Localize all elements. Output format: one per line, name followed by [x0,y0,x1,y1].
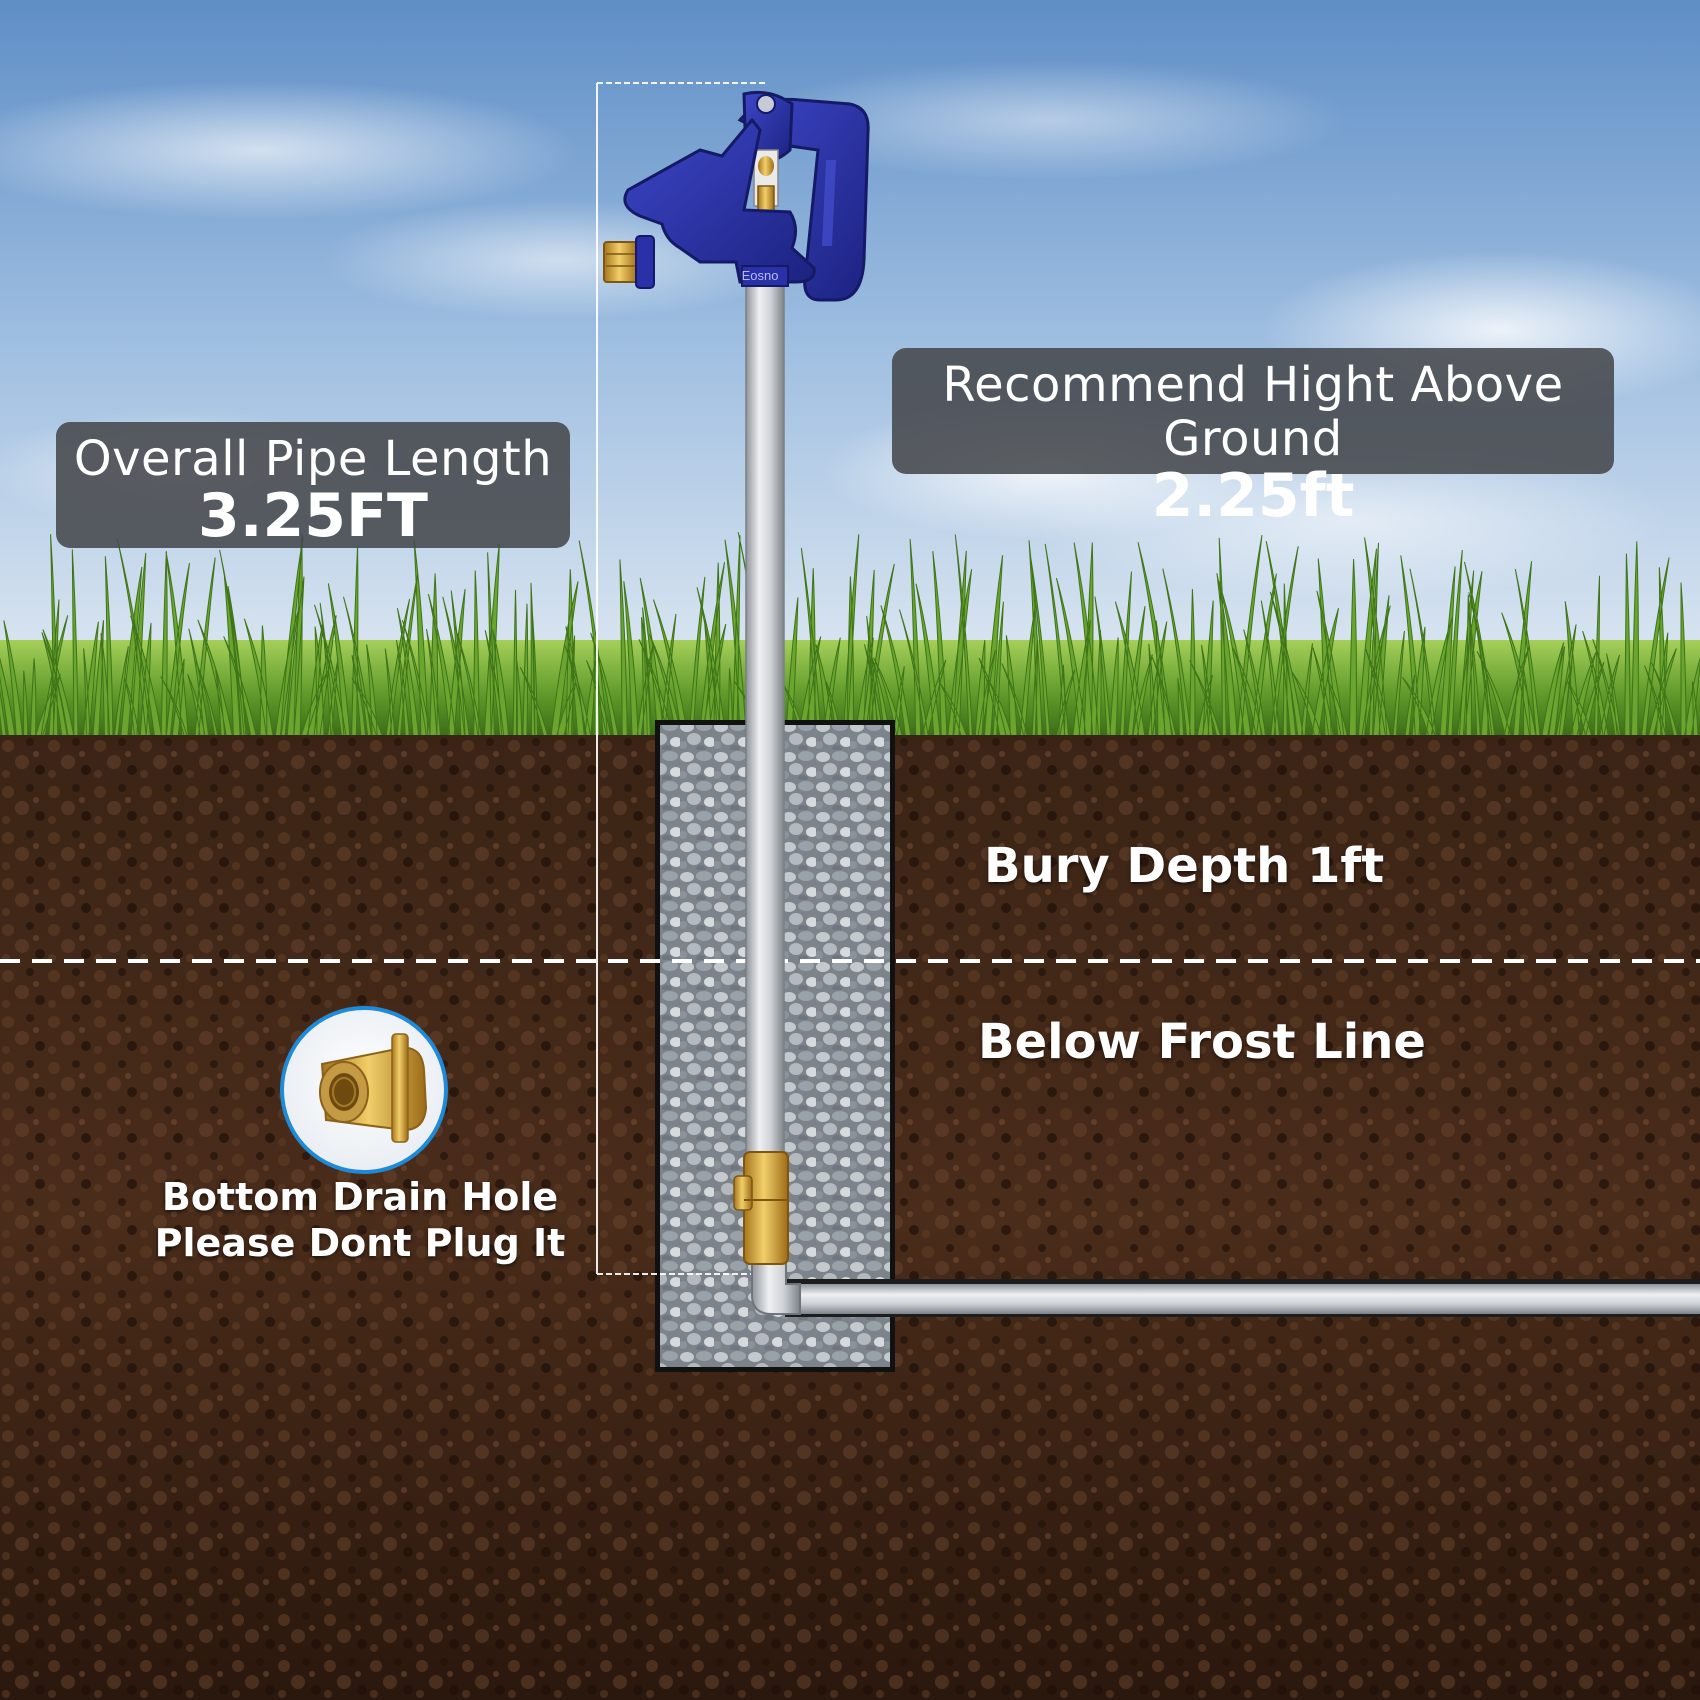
bury-depth-label: Bury Depth 1ft [984,838,1385,894]
above-ground-title: Recommend Hight Above Ground [942,357,1564,467]
hydrant-head [603,90,870,302]
overall-length-label: Overall Pipe Length 3.25FT [56,422,570,548]
length-dimension-bracket [596,82,780,1275]
frost-line-label: Below Frost Line [978,1014,1426,1070]
drain-hole-line1: Bottom Drain Hole [161,1175,559,1219]
overall-length-title: Overall Pipe Length [73,431,553,487]
above-ground-value: 2.25ft [1151,461,1355,531]
hydrant-brand-mark: Eosno [742,268,779,283]
overall-length-value: 3.25FT [198,481,428,551]
drain-hole-line2: Please Dont Plug It [154,1221,566,1265]
above-ground-label: Recommend Hight Above Ground 2.25ft [892,348,1614,526]
drain-hole-note: Bottom Drain Hole Please Dont Plug It [150,1174,570,1266]
supply-pipe [751,1261,1700,1317]
drain-fitting-inset [280,1006,448,1174]
standpipe [733,279,789,1265]
